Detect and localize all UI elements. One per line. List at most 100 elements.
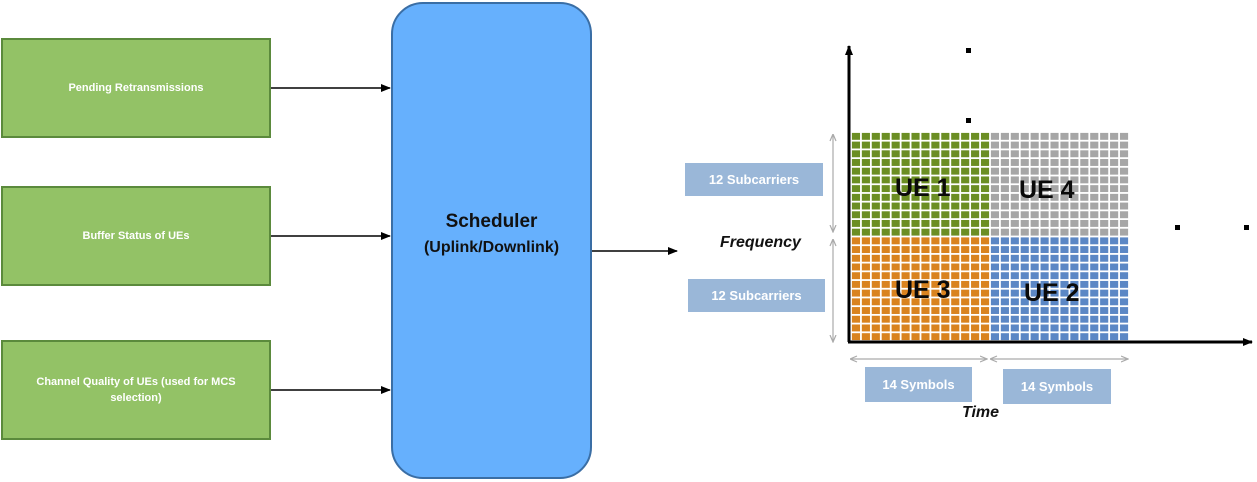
resource-element bbox=[1080, 167, 1089, 175]
resource-element bbox=[951, 263, 960, 271]
resource-element bbox=[851, 280, 861, 288]
resource-element bbox=[891, 272, 900, 280]
resource-element bbox=[931, 150, 940, 158]
resource-element bbox=[901, 237, 910, 245]
resource-element bbox=[881, 150, 890, 158]
resource-element bbox=[941, 315, 950, 323]
resource-element bbox=[1000, 307, 1009, 314]
resource-element bbox=[1060, 298, 1069, 306]
resource-element bbox=[1080, 333, 1089, 341]
resource-element bbox=[961, 298, 970, 306]
resource-element bbox=[921, 263, 930, 271]
resource-element bbox=[961, 315, 970, 323]
resource-element bbox=[1080, 159, 1089, 166]
resource-element bbox=[1080, 289, 1089, 297]
resource-element bbox=[951, 280, 960, 288]
ue-block-1 bbox=[851, 132, 990, 237]
resource-element bbox=[971, 167, 980, 175]
resource-element bbox=[941, 254, 950, 262]
resource-element bbox=[971, 246, 980, 254]
resource-element bbox=[901, 176, 910, 184]
resource-element bbox=[1010, 193, 1019, 201]
resource-element bbox=[961, 159, 970, 166]
resource-element bbox=[871, 254, 880, 262]
resource-element bbox=[1030, 324, 1039, 332]
resource-element bbox=[1110, 150, 1119, 158]
resource-element bbox=[941, 211, 950, 219]
resource-element bbox=[861, 219, 870, 227]
resource-element bbox=[951, 176, 960, 184]
resource-element bbox=[911, 237, 920, 245]
resource-element bbox=[881, 246, 890, 254]
resource-element bbox=[1010, 324, 1019, 332]
buffer-status-label: Buffer Status of UEs bbox=[82, 230, 190, 242]
resource-element bbox=[931, 280, 940, 288]
resource-element bbox=[1080, 176, 1089, 184]
resource-element bbox=[1070, 219, 1079, 227]
resource-element bbox=[881, 202, 890, 210]
resource-element bbox=[1010, 219, 1019, 227]
resource-element bbox=[921, 246, 930, 254]
resource-element bbox=[1119, 289, 1129, 297]
resource-element bbox=[851, 159, 861, 166]
resource-element bbox=[990, 298, 1000, 306]
resource-element bbox=[1030, 132, 1039, 140]
resource-element bbox=[1050, 246, 1059, 254]
resource-element bbox=[1040, 185, 1049, 193]
resource-element bbox=[971, 219, 980, 227]
resource-element bbox=[1070, 228, 1079, 236]
resource-element bbox=[871, 315, 880, 323]
buffer-status-box: Buffer Status of UEs bbox=[1, 186, 271, 286]
resource-element bbox=[1070, 272, 1079, 280]
resource-element bbox=[990, 202, 1000, 210]
resource-element bbox=[1000, 272, 1009, 280]
resource-element bbox=[1050, 167, 1059, 175]
resource-element bbox=[941, 298, 950, 306]
resource-element bbox=[971, 159, 980, 166]
resource-element bbox=[1000, 211, 1009, 219]
scheduler-title: Scheduler bbox=[445, 210, 538, 232]
resource-element bbox=[911, 246, 920, 254]
resource-element bbox=[1119, 246, 1129, 254]
resource-element bbox=[1040, 254, 1049, 262]
resource-element bbox=[851, 333, 861, 341]
resource-element bbox=[891, 324, 900, 332]
resource-element bbox=[1090, 272, 1099, 280]
resource-element bbox=[1010, 246, 1019, 254]
resource-element bbox=[1000, 298, 1009, 306]
resource-element bbox=[931, 228, 940, 236]
resource-element bbox=[1090, 237, 1099, 245]
resource-element bbox=[921, 219, 930, 227]
resource-element bbox=[881, 324, 890, 332]
resource-element bbox=[1080, 324, 1089, 332]
resource-element bbox=[1030, 246, 1039, 254]
resource-element bbox=[1030, 141, 1039, 149]
resource-element bbox=[1040, 167, 1049, 175]
resource-element bbox=[980, 167, 990, 175]
resource-element bbox=[941, 333, 950, 341]
resource-element bbox=[1020, 324, 1029, 332]
resource-element bbox=[861, 246, 870, 254]
resource-element bbox=[1080, 237, 1089, 245]
resource-element bbox=[1000, 289, 1009, 297]
resource-element bbox=[1100, 263, 1109, 271]
resource-element bbox=[1030, 176, 1039, 184]
resource-element bbox=[980, 246, 990, 254]
resource-element bbox=[1110, 193, 1119, 201]
resource-element bbox=[901, 167, 910, 175]
resource-element bbox=[1070, 150, 1079, 158]
resource-element bbox=[1070, 176, 1079, 184]
resource-element bbox=[1050, 298, 1059, 306]
resource-element bbox=[1010, 185, 1019, 193]
resource-element bbox=[881, 141, 890, 149]
resource-element bbox=[1020, 246, 1029, 254]
resource-element bbox=[1080, 228, 1089, 236]
resource-element bbox=[941, 307, 950, 314]
continuation-dot-up-1 bbox=[966, 48, 971, 53]
resource-element bbox=[1060, 280, 1069, 288]
resource-element bbox=[1000, 263, 1009, 271]
resource-element bbox=[980, 132, 990, 140]
resource-element bbox=[1110, 132, 1119, 140]
resource-element bbox=[1000, 219, 1009, 227]
resource-element bbox=[941, 176, 950, 184]
